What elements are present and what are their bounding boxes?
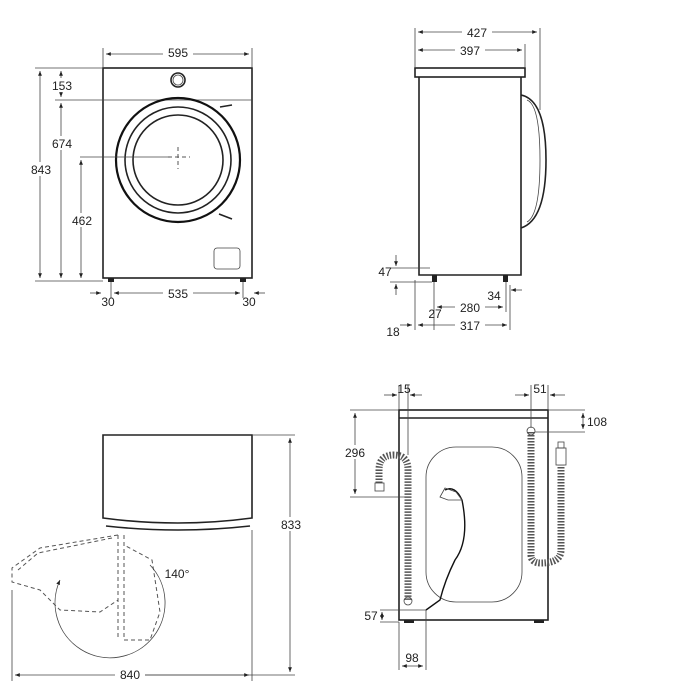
dim-base-depth: 317 (460, 319, 480, 333)
front-view: 595 843 153 674 462 535 30 30 (28, 45, 265, 309)
dim-foot-spacing: 535 (168, 287, 188, 301)
door-handle (218, 104, 233, 220)
dim-total-depth: 840 (120, 668, 140, 681)
dim-depth-body: 397 (460, 44, 480, 58)
dim-foot-height: 47 (378, 265, 392, 279)
dim-depth-door: 427 (467, 26, 487, 40)
drain-hose (375, 451, 412, 600)
program-knob (170, 72, 186, 88)
dim-height: 833 (281, 518, 301, 532)
door-open-view: 140° 833 840 (11, 434, 306, 681)
dim-rear-foot: 34 (487, 289, 501, 303)
dim-side-foot-spacing: 280 (460, 301, 480, 315)
service-panel (425, 446, 523, 603)
dim-drain-height: 296 (345, 446, 365, 460)
dim-cord-offset: 98 (405, 651, 419, 665)
dim-opening-angle: 140° (165, 567, 190, 581)
dim-front-foot: 27 (428, 307, 442, 321)
dim-front-inset: 18 (386, 325, 400, 339)
rear-view: 15 51 108 296 57 98 (342, 382, 607, 670)
dim-width: 595 (168, 46, 188, 60)
dim-total-height: 843 (31, 163, 51, 177)
dim-door-center: 462 (72, 214, 92, 228)
filter-cover (213, 247, 241, 270)
inlet-hose (527, 432, 565, 567)
dim-door-top: 674 (52, 137, 72, 151)
dim-foot-right: 30 (242, 295, 256, 309)
dim-inlet-offset: 51 (533, 382, 547, 396)
dim-top-panel: 153 (52, 79, 72, 93)
dim-drain-offset: 15 (397, 382, 411, 396)
dim-cord-height: 57 (364, 609, 378, 623)
side-view: 427 397 47 280 34 27 317 18 (378, 25, 547, 339)
dim-foot-left: 30 (101, 295, 115, 309)
door (114, 96, 242, 224)
power-cord (425, 488, 466, 611)
power-plug (439, 487, 463, 501)
dim-inlet-height: 108 (587, 415, 607, 429)
